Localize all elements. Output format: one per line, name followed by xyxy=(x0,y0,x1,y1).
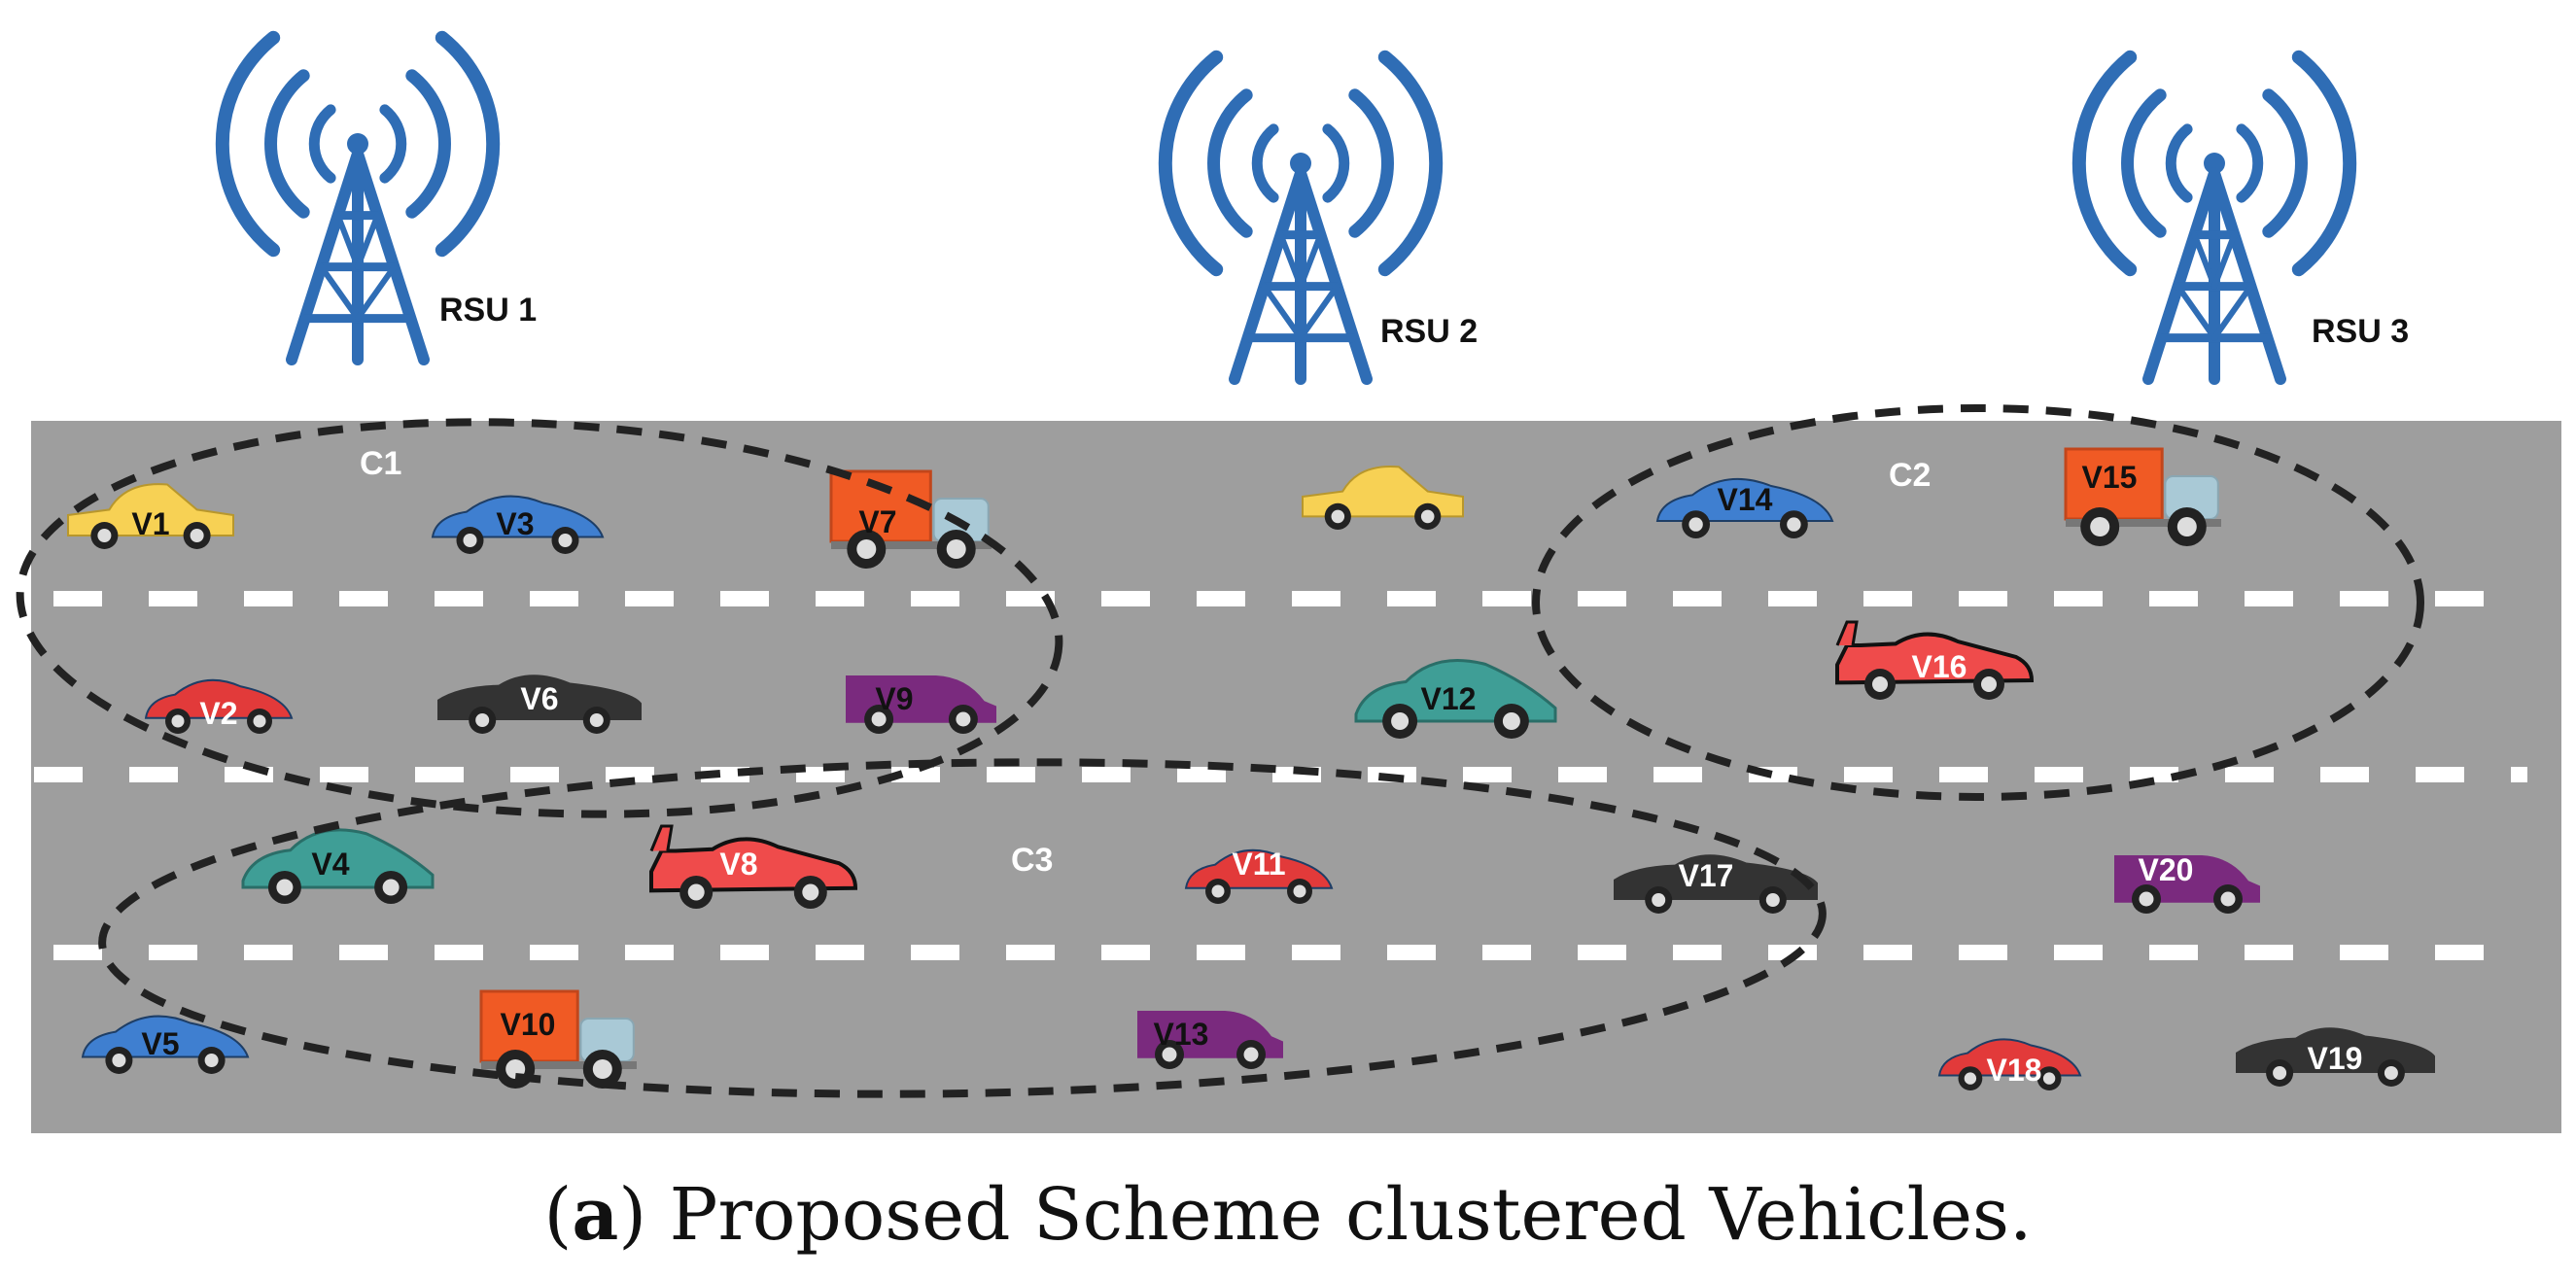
vehicle-v18-car-icon: V18 xyxy=(1937,1038,2082,1090)
vehicle-v9-van-icon: V9 xyxy=(846,675,996,734)
figure-caption: (a) Proposed Scheme clustered Vehicles. xyxy=(543,1173,2032,1257)
vehicle-label-v20: V20 xyxy=(2139,852,2194,887)
cluster-c1-boundary xyxy=(16,418,1063,818)
vehicle-v6-car-icon: V6 xyxy=(437,675,642,734)
cluster-label-c3: C3 xyxy=(1011,842,1053,879)
vehicle-label-v4: V4 xyxy=(311,847,349,882)
vehicle-label-v14: V14 xyxy=(1718,482,1773,517)
cluster-c3-boundary xyxy=(98,758,1827,1098)
vehicle-v15-truck-icon: V15 xyxy=(2064,447,2221,546)
cluster-label-c1: C1 xyxy=(360,445,401,482)
vehicle-v5-car-icon: V5 xyxy=(81,1015,250,1074)
vehicle-label-v18: V18 xyxy=(1987,1053,2042,1088)
vehicle-v16-car-icon: V16 xyxy=(1835,620,2035,700)
vehicle-label-v2: V2 xyxy=(199,696,237,731)
rsu-label-2: RSU 2 xyxy=(1380,313,1478,350)
vehicle-label-v7: V7 xyxy=(858,504,896,539)
vehicle-v17-car-icon: V17 xyxy=(1614,854,1818,914)
vehicle-label-v5: V5 xyxy=(141,1026,179,1061)
vehicle-label-v16: V16 xyxy=(1912,649,1967,684)
vehicle-label-v3: V3 xyxy=(496,506,534,541)
vehicle-v13-van-icon: V13 xyxy=(1137,1011,1283,1069)
vehicle-v19-car-icon: V19 xyxy=(2236,1027,2435,1087)
vehicle-label-v11: V11 xyxy=(1232,847,1285,882)
vehicle-v8-car-icon: V8 xyxy=(649,824,858,909)
vehicle-v4-car-icon: V4 xyxy=(241,828,435,904)
vehicle-v3-car-icon: V3 xyxy=(431,495,605,554)
vehicle-v20-van-icon: V20 xyxy=(2114,852,2260,914)
rsu-tower-icon xyxy=(215,30,501,365)
vehicle-label-v8: V8 xyxy=(719,847,757,882)
vehicle-label-v13: V13 xyxy=(1154,1017,1209,1052)
rsu-label-1: RSU 1 xyxy=(439,292,537,329)
vehicle-v11-car-icon: V11 xyxy=(1184,847,1334,904)
vehicle-v12-car-icon: V12 xyxy=(1354,658,1557,739)
caption-letter: a xyxy=(572,1173,618,1257)
vehicle-v2-car-icon: V2 xyxy=(144,678,294,734)
vehicle-v14-car-icon: V14 xyxy=(1655,477,1834,538)
vehicle-label-v12: V12 xyxy=(1421,681,1477,716)
rsu-tower-icon xyxy=(1158,50,1444,385)
cluster-label-c2: C2 xyxy=(1889,457,1931,494)
vehicle-v-unlabeled-car-icon xyxy=(1302,466,1464,531)
caption-prefix: ( xyxy=(543,1173,572,1257)
vehicle-label-v1: V1 xyxy=(131,506,169,541)
vehicle-v1-car-icon: V1 xyxy=(67,483,234,549)
vehicle-label-v19: V19 xyxy=(2308,1041,2363,1076)
cluster-c2-boundary xyxy=(1532,404,2424,801)
rsu-label-3: RSU 3 xyxy=(2312,313,2409,350)
vehicle-label-v17: V17 xyxy=(1679,858,1734,893)
vehicle-label-v10: V10 xyxy=(501,1007,556,1042)
rsu-tower-icon xyxy=(2071,50,2357,385)
vehicle-label-v6: V6 xyxy=(520,681,558,716)
vehicle-v7-truck-icon: V7 xyxy=(829,469,992,569)
vehicle-v10-truck-icon: V10 xyxy=(479,989,637,1089)
vehicle-label-v15: V15 xyxy=(2082,460,2138,495)
vehicle-label-v9: V9 xyxy=(875,681,913,716)
caption-text: ) Proposed Scheme clustered Vehicles. xyxy=(618,1173,2032,1257)
